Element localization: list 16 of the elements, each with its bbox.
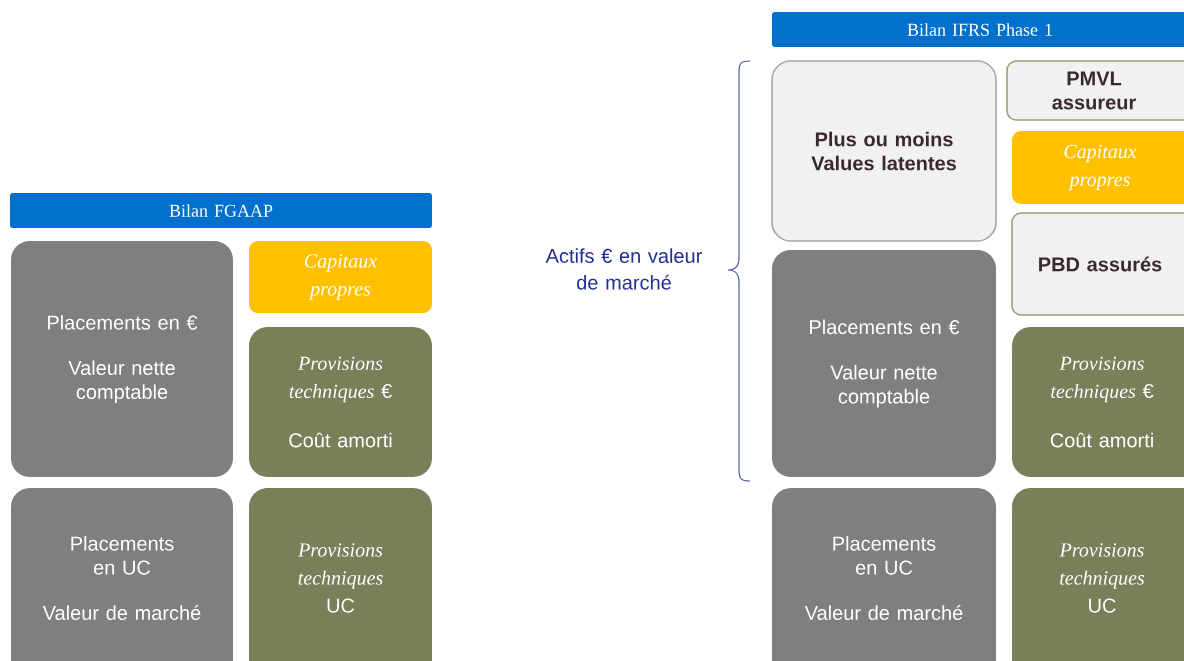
equity-box: Capitaux propres bbox=[249, 241, 432, 313]
dotted-box: PBD assurés bbox=[1011, 212, 1184, 316]
provision-box: Provisions techniques € Coût amorti bbox=[249, 327, 432, 477]
asset-box: Placements en € Valeur nette comptable bbox=[772, 250, 996, 477]
asset-box: Placements en UC Valeur de marché bbox=[772, 488, 996, 661]
dotted-box: PMVL assureur bbox=[1006, 60, 1184, 121]
asset-box: Placements en UC Valeur de marché bbox=[11, 488, 233, 661]
header-bar: Bilan IFRS Phase 1 bbox=[772, 12, 1184, 47]
provision-box: Provisions techniques € Coût amorti bbox=[1012, 327, 1184, 477]
bracket-label: Actifs € en valeur de marché bbox=[545, 248, 702, 290]
header-bar: Bilan FGAAP bbox=[10, 193, 432, 228]
asset-box: Placements en € Valeur nette comptable bbox=[11, 241, 233, 477]
equity-box: Capitaux propres bbox=[1012, 131, 1184, 204]
provision-box: Provisions techniques UC bbox=[249, 488, 432, 661]
provision-box: Provisions techniques UC bbox=[1012, 488, 1184, 661]
dotted-box: Plus ou moins Values latentes bbox=[771, 60, 997, 242]
